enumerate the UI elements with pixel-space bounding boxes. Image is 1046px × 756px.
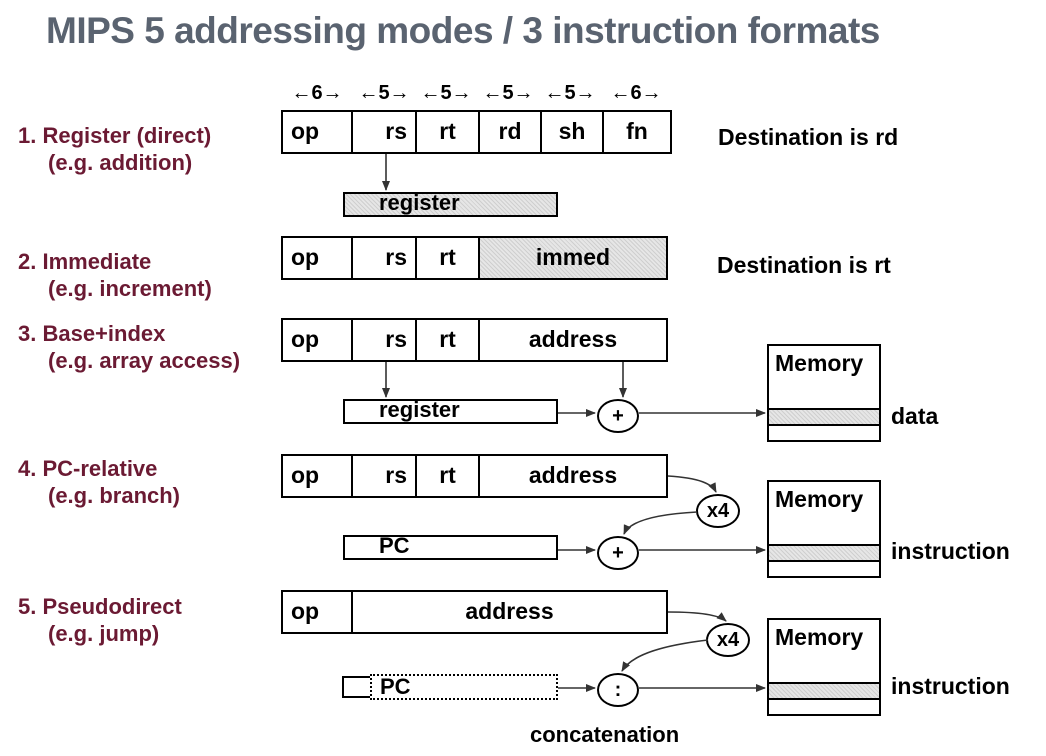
memory-box-5: Memory [767, 618, 881, 716]
arrow-times4-adder-4 [623, 511, 698, 535]
field-rt-2: rt [415, 236, 480, 280]
bit-width-rs: ←5→ [358, 82, 410, 104]
mode-pc-relative: 4. PC-relative (e.g. branch) [18, 455, 180, 509]
mode-pseudodirect-name: 5. Pseudodirect [18, 594, 182, 619]
memory-label-5: Memory [775, 624, 864, 650]
bit-width-rd: ←5→ [482, 82, 534, 104]
memory-box-4: Memory [767, 480, 881, 578]
field-sh-1: sh [540, 110, 604, 154]
memory-label-3: Memory [775, 350, 864, 376]
field-rd-1: rd [478, 110, 542, 154]
adder-3: + [597, 399, 639, 433]
bit-width-op: ←6→ [291, 82, 343, 104]
field-address-4: address [478, 454, 668, 498]
mode-pc-relative-name: 4. PC-relative [18, 456, 158, 481]
field-op-1: op [281, 110, 353, 154]
field-op-4: op [281, 454, 353, 498]
field-rt-4: rt [415, 454, 480, 498]
mode-register-example: (e.g. addition) [48, 150, 193, 175]
bit-width-sh: ←5→ [544, 82, 596, 104]
multiplier-4: x4 [696, 494, 740, 528]
field-rt-3: rt [415, 318, 480, 362]
field-rs-1: rs [351, 110, 417, 154]
memory-instruction-label-5: instruction [891, 673, 1010, 699]
multiplier-5: x4 [706, 623, 750, 657]
bit-width-rt: ←5→ [420, 82, 472, 104]
field-immed: immed [478, 236, 668, 280]
pc-box-5: PC [370, 674, 558, 700]
memory-row-4 [769, 544, 879, 562]
field-op-2: op [281, 236, 353, 280]
field-op-3: op [281, 318, 353, 362]
mode-register-name: 1. Register (direct) [18, 123, 212, 148]
bit-width-fn: ←6→ [610, 82, 662, 104]
memory-data-label: data [891, 403, 939, 429]
slide-title: MIPS 5 addressing modes / 3 instruction … [46, 10, 880, 51]
destination-rd: Destination is rd [718, 124, 899, 150]
mode-register: 1. Register (direct) (e.g. addition) [18, 122, 211, 176]
field-rs-3: rs [351, 318, 417, 362]
field-fn-1: fn [602, 110, 672, 154]
memory-row-5 [769, 682, 879, 700]
adder-4: + [597, 536, 639, 570]
memory-instruction-label-4: instruction [891, 538, 1010, 564]
concat-operator: : [597, 673, 639, 707]
mode-base-index: 3. Base+index (e.g. array access) [18, 320, 240, 374]
mode-base-index-name: 3. Base+index [18, 321, 166, 346]
field-address-3: address [478, 318, 668, 362]
destination-rt: Destination is rt [717, 252, 891, 278]
register-box-1: register [343, 192, 558, 217]
arrow-address-times4-4 [667, 475, 717, 493]
arrow-times4-concat-5 [621, 639, 709, 672]
memory-row-3 [769, 408, 879, 426]
register-box-3: register [343, 399, 558, 424]
mode-base-index-example: (e.g. array access) [48, 348, 241, 373]
field-rs-4: rs [351, 454, 417, 498]
arrow-address-times4-5 [667, 611, 727, 622]
memory-box-3: Memory [767, 344, 881, 442]
field-address-5: address [351, 590, 668, 634]
memory-label-4: Memory [775, 486, 864, 512]
mode-immediate-name: 2. Immediate [18, 249, 152, 274]
mode-pseudodirect-example: (e.g. jump) [48, 621, 160, 646]
mode-immediate: 2. Immediate (e.g. increment) [18, 248, 212, 302]
field-rt-1: rt [415, 110, 480, 154]
mode-immediate-example: (e.g. increment) [48, 276, 212, 301]
mode-pseudodirect: 5. Pseudodirect (e.g. jump) [18, 593, 182, 647]
field-op-5: op [281, 590, 353, 634]
mode-pc-relative-example: (e.g. branch) [48, 483, 181, 508]
concatenation-label: concatenation [530, 722, 680, 747]
field-rs-2: rs [351, 236, 417, 280]
pc-box-4: PC [343, 535, 558, 560]
